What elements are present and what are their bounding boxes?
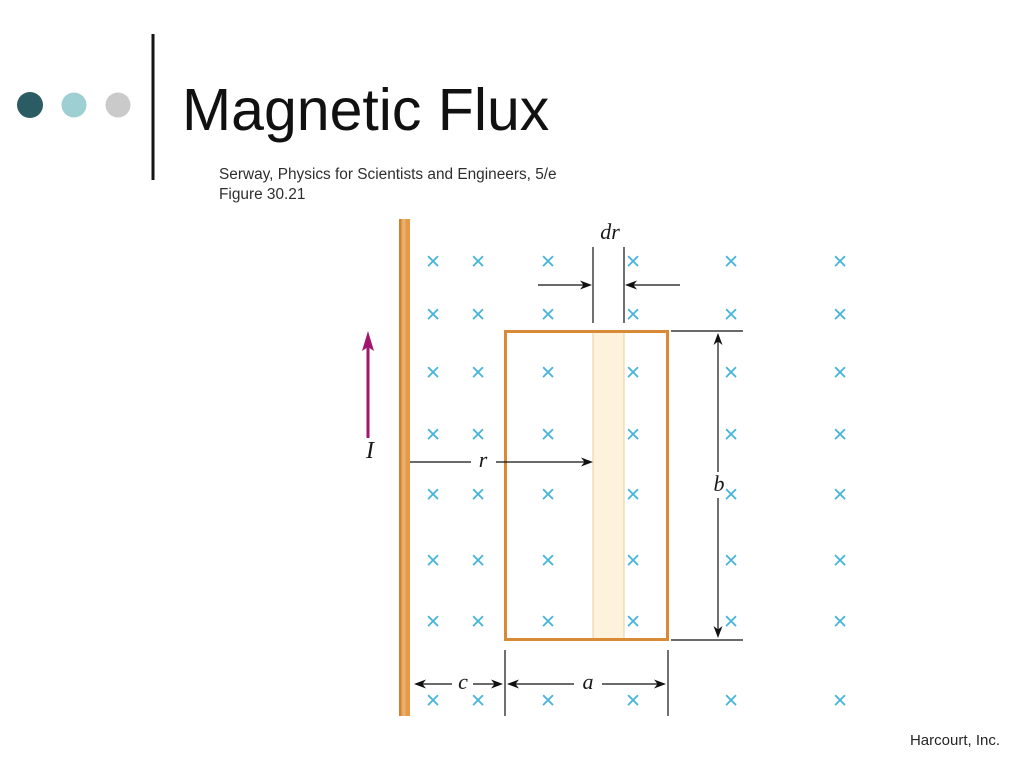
c-right-arrowhead xyxy=(491,679,503,689)
b-up-arrowhead xyxy=(713,333,723,345)
magnetic-field-mark: × xyxy=(724,547,739,575)
magnetic-field-mark: × xyxy=(541,359,556,387)
a-right-arrowhead xyxy=(654,679,666,689)
a-dimension: a xyxy=(507,669,666,694)
magnetic-field-mark: × xyxy=(471,301,486,329)
magnetic-field-mark: × xyxy=(471,687,486,715)
magnetic-field-mark: × xyxy=(541,248,556,276)
figure-caption: Serway, Physics for Scientists and Engin… xyxy=(219,165,557,205)
magnetic-field-mark: × xyxy=(724,301,739,329)
magnetic-field-marks: × × × × × × × × × × × × × × × × × × × × × × × × × × × × × × × × × × × × × × × ×… xyxy=(426,248,848,715)
physics-diagram: I ××××××××××××××××××××××××××××××××××××××… xyxy=(362,219,847,716)
current-label: I xyxy=(365,438,375,464)
magnetic-field-mark: × xyxy=(833,547,848,575)
magnetic-field-mark: × xyxy=(833,301,848,329)
current-arrow xyxy=(362,331,374,438)
current-arrowhead xyxy=(362,331,374,351)
c-label: c xyxy=(458,669,468,694)
magnetic-field-mark: × xyxy=(626,547,641,575)
dr-label: dr xyxy=(600,219,620,244)
figure-source-caption: Serway, Physics for Scientists and Engin… xyxy=(219,166,557,183)
magnetic-field-mark: × xyxy=(626,687,641,715)
magnetic-field-mark: × xyxy=(471,359,486,387)
magnetic-field-mark: × xyxy=(833,248,848,276)
magnetic-field-mark: × xyxy=(626,608,641,636)
dr-right-arrowhead xyxy=(625,280,637,290)
area-strip xyxy=(592,332,625,639)
magnetic-field-mark: × xyxy=(626,301,641,329)
figure-number-caption: Figure 30.21 xyxy=(219,186,306,203)
magnetic-field-mark: × xyxy=(833,608,848,636)
magnetic-field-mark: × xyxy=(724,687,739,715)
magnetic-field-mark: × xyxy=(626,359,641,387)
magnetic-field-mark: × xyxy=(426,608,441,636)
title-dots xyxy=(17,92,131,118)
magnetic-field-mark: × xyxy=(541,547,556,575)
title-dot-2 xyxy=(61,92,87,118)
magnetic-field-mark: × xyxy=(833,359,848,387)
c-dimension: c xyxy=(414,669,503,694)
magnetic-field-mark: × xyxy=(833,481,848,509)
magnetic-field-mark: × xyxy=(626,481,641,509)
magnetic-field-mark: × xyxy=(833,421,848,449)
current-wire xyxy=(399,219,410,716)
slide-title: Magnetic Flux xyxy=(182,77,550,143)
magnetic-field-mark: × xyxy=(471,421,486,449)
a-left-arrowhead xyxy=(507,679,519,689)
magnetic-field-mark: × xyxy=(541,301,556,329)
dr-dimension: dr xyxy=(538,219,680,323)
magnetic-field-mark: × xyxy=(426,359,441,387)
publisher-credit: Harcourt, Inc. xyxy=(909,732,1000,749)
magnetic-field-mark: × xyxy=(541,481,556,509)
magnetic-field-mark: × xyxy=(626,421,641,449)
r-label: r xyxy=(479,447,488,472)
magnetic-field-mark: × xyxy=(426,481,441,509)
magnetic-field-mark: × xyxy=(541,421,556,449)
magnetic-field-mark: × xyxy=(426,687,441,715)
magnetic-field-mark: × xyxy=(724,359,739,387)
magnetic-field-mark: × xyxy=(724,608,739,636)
magnetic-field-mark: × xyxy=(541,608,556,636)
conducting-loop xyxy=(504,330,669,641)
magnetic-field-mark: × xyxy=(471,248,486,276)
c-left-arrowhead xyxy=(414,679,426,689)
magnetic-field-mark: × xyxy=(471,547,486,575)
dr-left-arrowhead xyxy=(580,280,592,290)
b-label: b xyxy=(714,471,725,496)
wire-body xyxy=(399,219,410,716)
magnetic-field-mark: × xyxy=(724,248,739,276)
magnetic-field-mark: × xyxy=(426,547,441,575)
wire-edge-shade xyxy=(399,219,401,716)
magnetic-field-mark: × xyxy=(471,608,486,636)
r-dimension: r xyxy=(410,447,593,472)
title-dot-3 xyxy=(105,92,131,118)
r-arrowhead xyxy=(581,457,593,467)
magnetic-field-mark: × xyxy=(724,421,739,449)
b-down-arrowhead xyxy=(713,626,723,638)
wire-highlight xyxy=(402,219,406,716)
magnetic-field-mark: × xyxy=(426,301,441,329)
title-divider xyxy=(151,34,155,180)
title-dot-1 xyxy=(17,92,43,118)
magnetic-field-mark: × xyxy=(833,687,848,715)
magnetic-field-mark: × xyxy=(626,248,641,276)
a-label: a xyxy=(583,669,594,694)
magnetic-field-mark: × xyxy=(426,421,441,449)
magnetic-field-mark: × xyxy=(724,481,739,509)
magnetic-field-mark: × xyxy=(426,248,441,276)
magnetic-field-mark: × xyxy=(471,481,486,509)
b-dimension: b xyxy=(671,330,743,641)
magnetic-field-mark: × xyxy=(541,687,556,715)
